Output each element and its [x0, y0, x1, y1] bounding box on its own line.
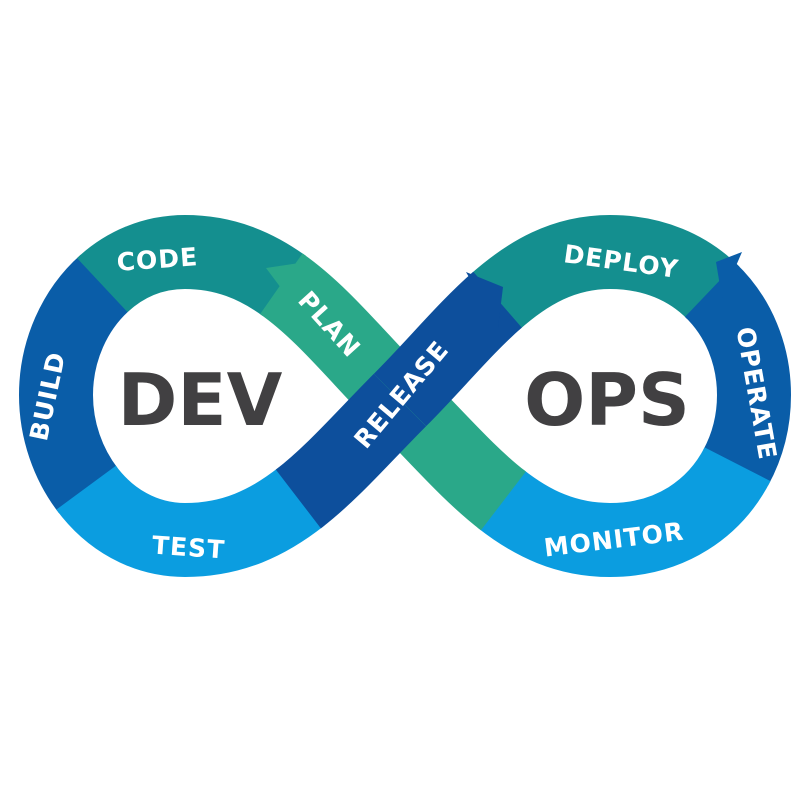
release-arrow-tip — [466, 272, 503, 328]
band-segment-deploy — [18, 214, 792, 578]
operate-arrow-tip — [716, 252, 742, 298]
stage-test: TEST — [151, 531, 226, 565]
stage-code: CODE — [116, 242, 199, 277]
ops-title: OPS — [524, 358, 690, 442]
band-segment-release-upper — [18, 214, 792, 578]
band-segment-test — [18, 214, 792, 578]
plan-arrow-tip — [266, 262, 306, 300]
dev-title: DEV — [118, 358, 283, 442]
